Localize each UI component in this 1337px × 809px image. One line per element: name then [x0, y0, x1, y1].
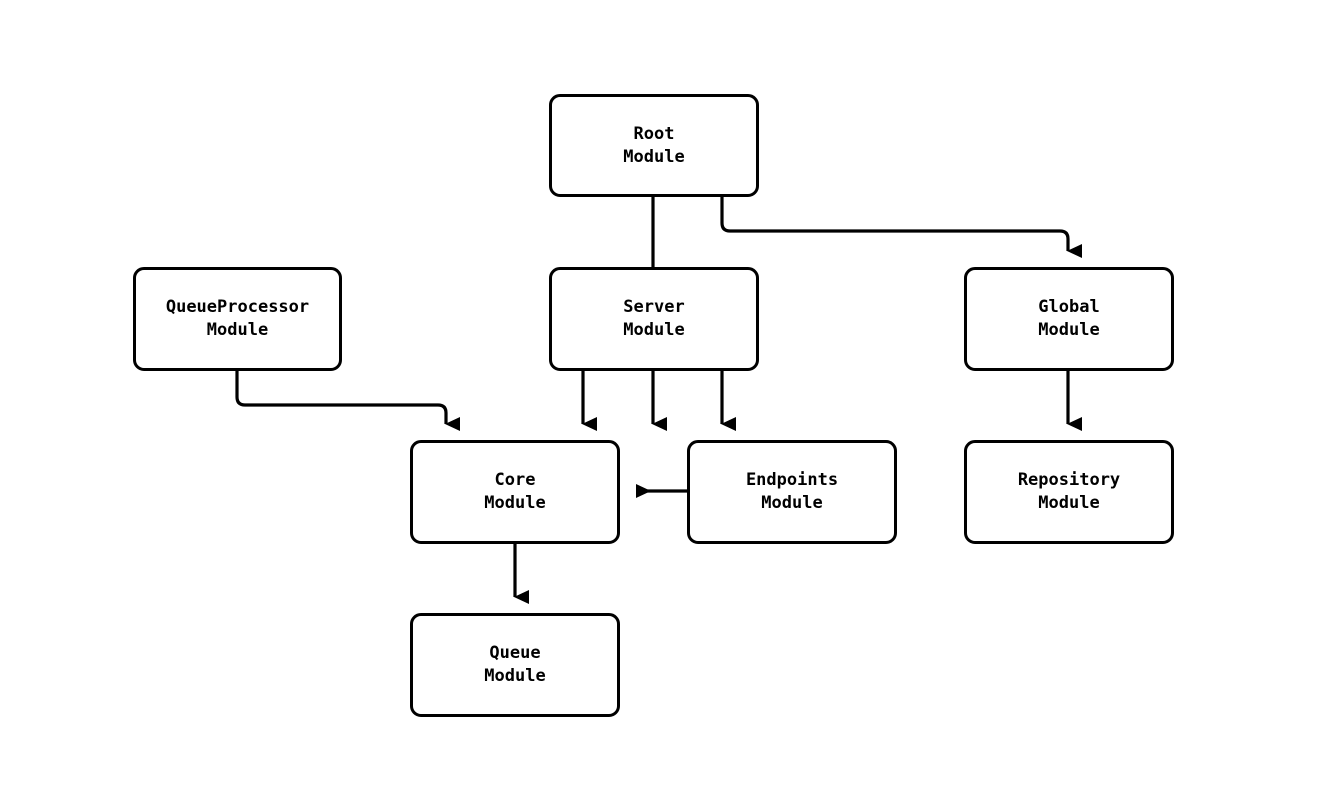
node-title: Queue: [489, 643, 541, 663]
node-subtitle: Module: [484, 493, 546, 513]
node-subtitle: Module: [1038, 493, 1100, 513]
node-queue-module[interactable]: Queue Module: [410, 613, 620, 717]
node-endpoints-module[interactable]: Endpoints Module: [687, 440, 897, 544]
node-queueprocessor-module[interactable]: QueueProcessor Module: [133, 267, 342, 371]
node-subtitle: Module: [761, 493, 823, 513]
edge-queueprocessor-to-core: [235, 371, 460, 431]
node-title: Core: [494, 470, 536, 490]
node-title: Server: [623, 297, 685, 317]
node-subtitle: Module: [1038, 320, 1100, 340]
node-core-module[interactable]: Core Module: [410, 440, 620, 544]
node-subtitle: Module: [623, 320, 685, 340]
node-global-module[interactable]: Global Module: [964, 267, 1174, 371]
node-subtitle: Module: [484, 666, 546, 686]
node-title: Endpoints: [745, 470, 839, 490]
node-title: Global: [1038, 297, 1100, 317]
node-subtitle: Module: [206, 320, 269, 340]
node-subtitle: Module: [623, 146, 685, 167]
edge-root-to-global: [720, 197, 1082, 258]
node-title: Root: [633, 123, 675, 144]
node-repository-module[interactable]: Repository Module: [964, 440, 1174, 544]
node-title: QueueProcessor: [165, 297, 310, 317]
node-title: Repository: [1017, 470, 1121, 490]
node-server-module[interactable]: Server Module: [549, 267, 759, 371]
node-root-module[interactable]: Root Module: [549, 94, 759, 197]
